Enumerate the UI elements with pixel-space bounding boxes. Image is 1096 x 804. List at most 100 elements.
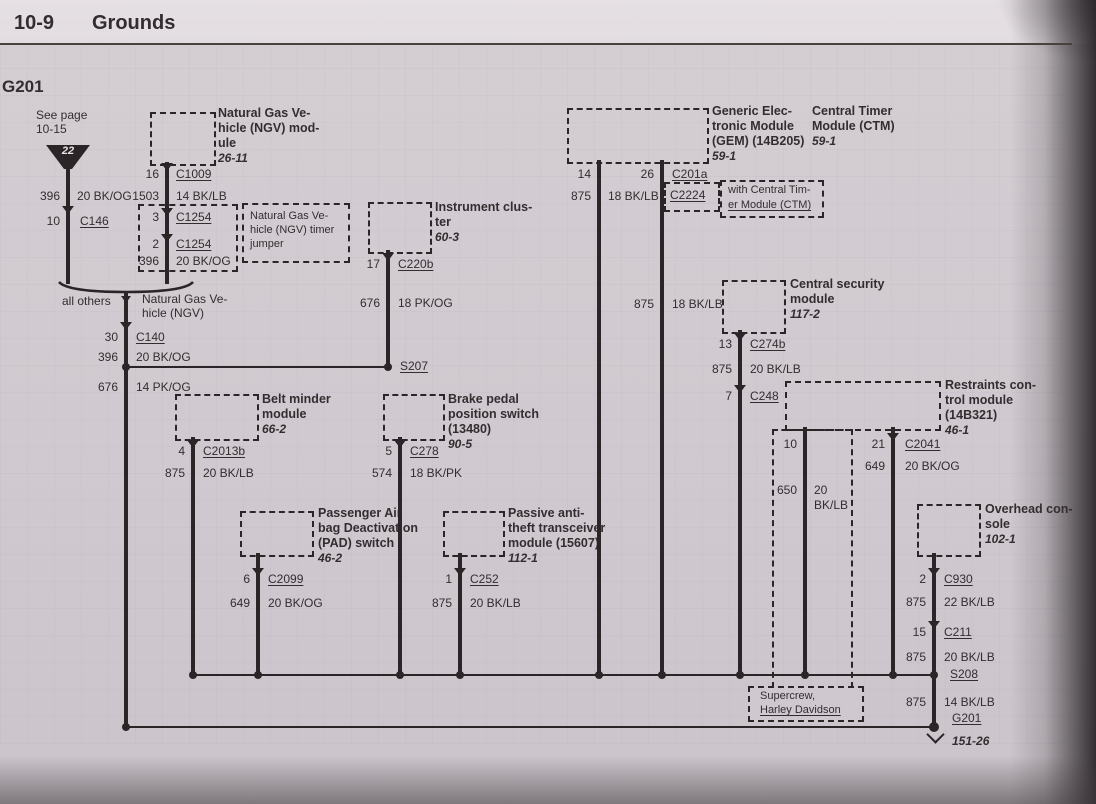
connector-label-c274b: C274b <box>750 337 786 351</box>
module-box-theft <box>443 511 505 557</box>
cluster-line2: ter <box>435 215 451 229</box>
module-box-security <box>722 280 786 334</box>
ground-symbol-dot <box>929 722 939 732</box>
belt-line1: Belt minder <box>262 392 331 406</box>
vignette-bottom <box>0 756 1096 804</box>
connector-label-c2224: C2224 <box>670 188 706 202</box>
wire-gem-pin26 <box>660 160 664 675</box>
note-timer-jumper: Natural Gas Ve- hicle (NGV) timer jumper <box>250 209 334 251</box>
connector-arrow-c1254a <box>161 208 173 216</box>
branch-label-ngv: Natural Gas Ve- hicle (NGV) <box>142 292 227 320</box>
theft-line3: module (15607) <box>508 536 600 550</box>
see-page-line1: See page <box>36 108 88 122</box>
option-box-c2224 <box>664 182 720 212</box>
connector-arrow-c211 <box>928 621 940 629</box>
gem-line1: Generic Elec- <box>712 104 792 118</box>
wirecolor-s208: 14 BK/LB <box>944 695 995 709</box>
ctm-page-ref: 59-1 <box>812 134 837 148</box>
option-box-c1254 <box>138 204 238 272</box>
belt-line2: module <box>262 407 307 421</box>
cluster-line1: Instrument clus- <box>435 200 533 214</box>
module-label-cluster: Instrument clus- ter 60-3 <box>435 200 532 244</box>
pin-c274b: 13 <box>718 337 732 351</box>
module-label-belt-minder: Belt minder module 66-2 <box>262 392 331 436</box>
brake-line3: (13480) <box>448 422 492 436</box>
circuit-396-main: 396 <box>97 350 118 364</box>
pin-c2099: 6 <box>243 572 250 586</box>
jumper-line3: jumper <box>250 238 284 250</box>
ground-bus-g201 <box>126 726 934 728</box>
module-label-security: Central security module 117-2 <box>790 277 884 321</box>
pin-c211: 15 <box>912 625 926 639</box>
pin-c1254b: 2 <box>152 237 159 251</box>
connector-label-c2099: C2099 <box>268 572 304 586</box>
ngv-line1: Natural Gas Ve- <box>218 106 311 120</box>
s208-dot-security <box>736 671 744 679</box>
circuit-676-main: 676 <box>97 380 118 394</box>
security-line2: module <box>790 292 835 306</box>
connector-arrow-c274b <box>734 333 746 341</box>
circuit-875-security: 875 <box>711 362 732 376</box>
module-box-cluster <box>368 202 432 254</box>
theft-line2: theft transceiver <box>508 521 606 535</box>
wire-belt-minder <box>191 437 195 675</box>
circuit-1503: 1503 <box>132 189 159 203</box>
wirecolor-1503: 14 BK/LB <box>176 189 227 203</box>
s208-dot-brake <box>396 671 404 679</box>
pin-gem-26: 26 <box>640 167 654 181</box>
brake-line2: position switch <box>448 407 539 421</box>
module-box-ngv <box>150 112 216 166</box>
connector-arrow-c930 <box>928 568 940 576</box>
connector-arrow-c252 <box>454 568 466 576</box>
wirecolor-cluster: 18 PK/OG <box>398 296 453 310</box>
wire-c146 <box>66 168 70 284</box>
pin-restraints-10: 10 <box>783 437 797 451</box>
circuit-875-gem-left: 875 <box>570 189 591 203</box>
pin-c248: 7 <box>725 389 732 403</box>
connector-label-c2013b: C2013b <box>203 444 246 458</box>
pin-c220b: 17 <box>366 257 380 271</box>
module-box-belt-minder <box>175 394 259 441</box>
wire-console <box>932 553 936 727</box>
branch-label-all-others: all others <box>62 294 111 308</box>
pin-c2013b: 4 <box>178 444 185 458</box>
pin-restraints-21: 21 <box>871 437 885 451</box>
s208-dot-pad <box>254 671 262 679</box>
wirecolor-pad: 20 BK/OG <box>268 596 323 610</box>
wire-ngv <box>165 162 169 284</box>
wire-main <box>124 291 128 727</box>
pin-c1254a: 3 <box>152 210 159 224</box>
circuit-396-ngv: 396 <box>138 254 159 268</box>
connector-arrow-c1254b <box>161 234 173 242</box>
module-label-ngv: Natural Gas Ve- hicle (NGV) mod- ule 26-… <box>218 106 319 165</box>
wirecolor-396-main: 20 BK/OG <box>136 350 191 364</box>
wirecolor-belt: 20 BK/LB <box>203 466 254 480</box>
wirecolor-security: 20 BK/LB <box>750 362 801 376</box>
note-with-ctm-line1: with Central Tim- <box>728 184 811 196</box>
pad-line2: bag Deactivation <box>318 521 419 535</box>
ground-section-label: G201 <box>2 77 44 96</box>
wire-restraints-650 <box>803 427 807 675</box>
wirecolor-c930: 22 BK/LB <box>944 595 995 609</box>
ctm-line2: Module (CTM) <box>812 119 895 133</box>
wirecolor-gem-left: 18 BK/LB <box>608 189 659 203</box>
wirecolor-676-main: 14 PK/OG <box>136 380 191 394</box>
wire-theft <box>458 553 462 675</box>
ngv-line3: ule <box>218 136 237 150</box>
connector-label-c201a: C201a <box>672 167 708 181</box>
module-box-pad-switch <box>240 511 314 557</box>
option-box-supercrew-run <box>772 429 853 688</box>
connector-label-c146: C146 <box>80 214 109 228</box>
circuit-875-c211: 875 <box>905 650 926 664</box>
cluster-page-ref: 60-3 <box>435 230 460 244</box>
connector-label-c248: C248 <box>750 389 779 403</box>
module-label-console: Overhead con- sole 102-1 <box>985 502 1073 546</box>
connector-arrow-c2013b <box>187 440 199 448</box>
connector-label-c211: C211 <box>944 625 972 639</box>
see-page-note: See page 10-15 <box>36 108 87 136</box>
gem-line2: tronic Module <box>712 119 794 133</box>
junction-dot-main-s207 <box>122 363 130 371</box>
note-supercrew-line1: Supercrew, <box>760 690 816 702</box>
restraints-line3: (14B321) <box>945 408 998 422</box>
header-rule <box>0 43 1072 45</box>
